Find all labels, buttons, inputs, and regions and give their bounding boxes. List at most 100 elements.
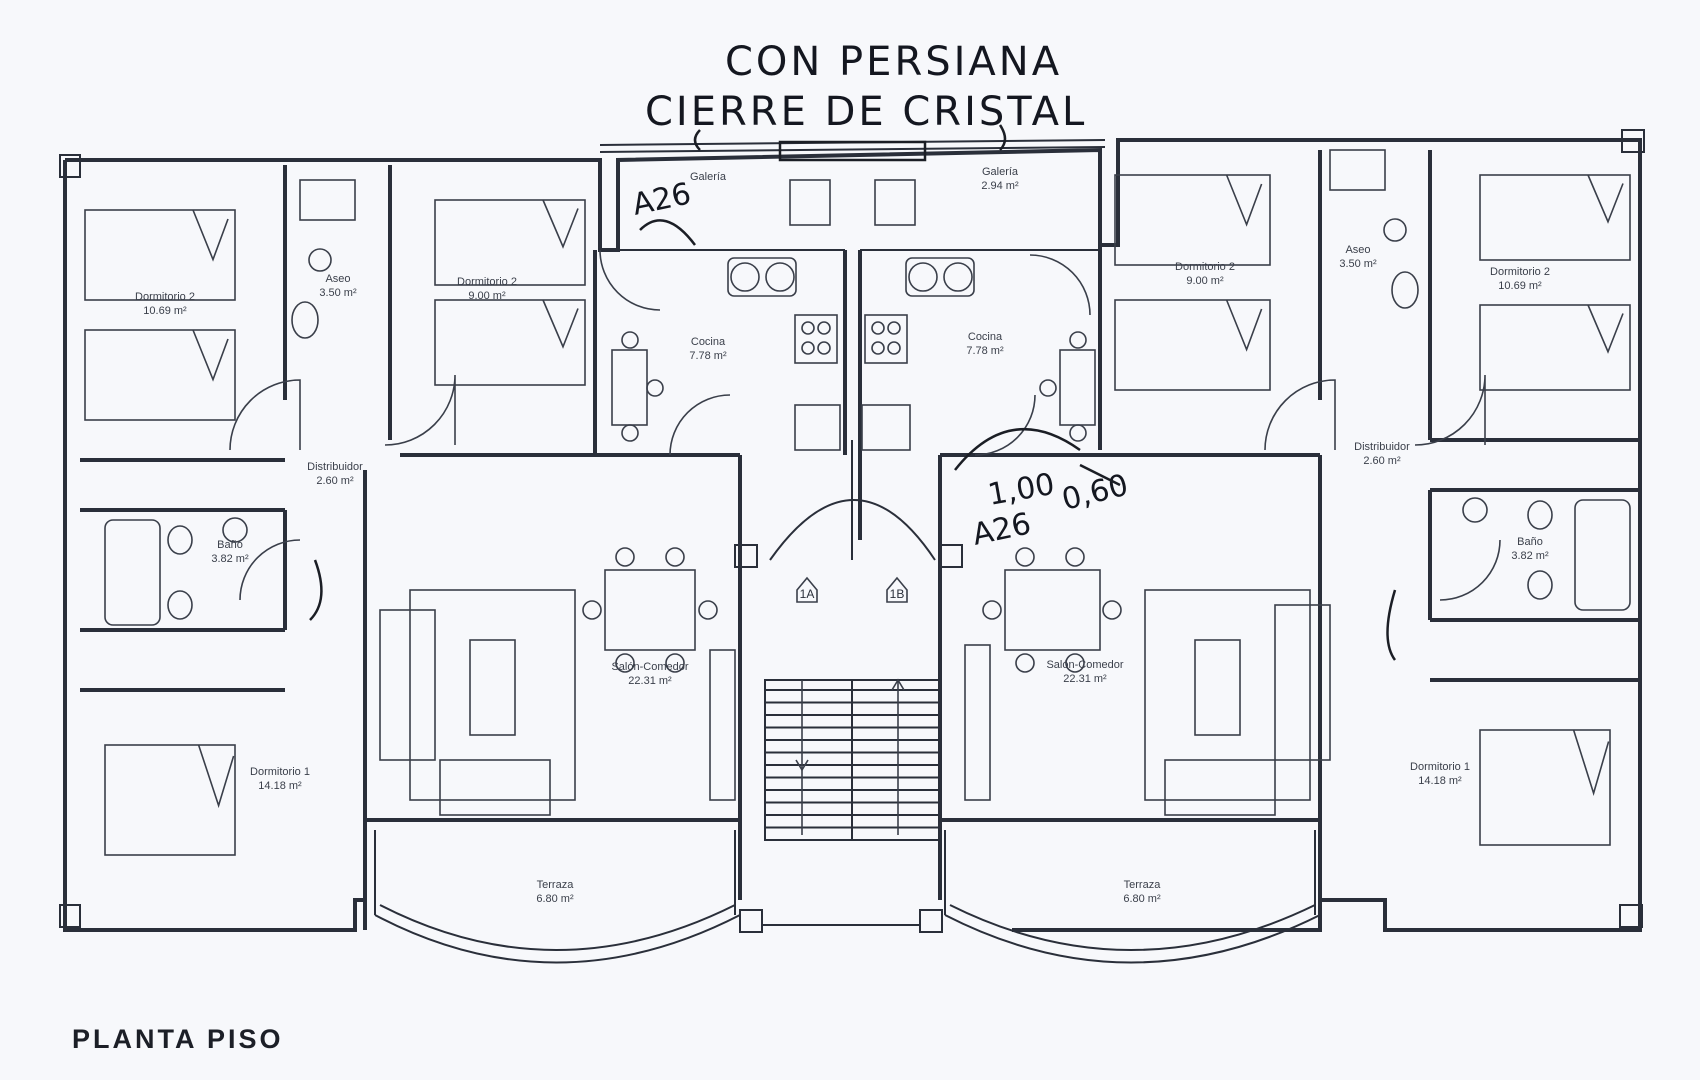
plan-title: PLANTA PISO <box>72 1024 284 1054</box>
room-name: Distribuidor <box>1354 441 1410 453</box>
annotation-dim-mid-a: 1,00 <box>985 467 1057 513</box>
room-name: Terraza <box>537 879 575 891</box>
annotation-dim-mid-b: 0,60 <box>1058 468 1131 518</box>
room-label-r-dorm1: Dormitorio 1 14.18 m² <box>1410 761 1470 787</box>
bed <box>1479 304 1631 391</box>
room-label-r-galeria: Galería 2.94 m² <box>981 166 1019 192</box>
room-name: Baño <box>217 539 243 551</box>
bed-sheet-fold <box>542 299 579 349</box>
bed <box>84 209 236 301</box>
room-area: 14.18 m² <box>1418 775 1462 787</box>
room-name: Terraza <box>1124 879 1162 891</box>
room-name: Dormitorio 2 <box>135 291 195 303</box>
room-name: Baño <box>1517 536 1543 548</box>
room-name: Cocina <box>691 336 726 348</box>
living-furniture-right <box>964 547 1331 816</box>
annotation-dim-left: A26 <box>629 176 694 222</box>
staircase <box>734 440 963 933</box>
room-name: Dormitorio 2 <box>1490 266 1550 278</box>
annotation-cierre: CIERRE DE CRISTAL <box>645 89 1087 135</box>
room-name: Aseo <box>325 273 350 285</box>
room-name: Aseo <box>1345 244 1370 256</box>
bed <box>1479 174 1631 261</box>
room-label-l-dorm2a: Dormitorio 2 10.69 m² <box>135 291 195 317</box>
annotation-dim-mid-c: A26 <box>969 506 1034 552</box>
bathroom-fixtures-left <box>104 179 356 626</box>
bed-sheet-fold <box>197 744 235 809</box>
room-label-l-aseo: Aseo 3.50 m² <box>319 273 357 299</box>
bed <box>434 199 586 286</box>
room-name: Dormitorio 1 <box>1410 761 1470 773</box>
room-area: 3.82 m² <box>1511 550 1549 562</box>
room-label-r-dorm2b: Dormitorio 2 9.00 m² <box>1175 261 1235 287</box>
kitchen-fixtures-right <box>861 179 1096 451</box>
bed-sheet-fold <box>1587 174 1624 224</box>
entrance-1b-marker: 1B <box>886 576 908 603</box>
beds <box>84 174 1631 856</box>
bed-sheet-fold <box>1572 729 1610 797</box>
room-area: 9.00 m² <box>1186 275 1224 287</box>
room-label-l-dorm1: Dormitorio 1 14.18 m² <box>250 766 310 792</box>
room-area: 10.69 m² <box>143 305 187 317</box>
room-area: 14.18 m² <box>258 780 302 792</box>
room-label-r-distrib: Distribuidor 2.60 m² <box>1354 441 1410 467</box>
room-name: Salón-Comedor <box>1046 659 1123 671</box>
room-area: 3.82 m² <box>211 553 249 565</box>
bed <box>1114 174 1271 266</box>
room-area: 10.69 m² <box>1498 280 1542 292</box>
room-area: 3.50 m² <box>319 287 357 299</box>
room-name: Dormitorio 2 <box>457 276 517 288</box>
bed <box>1479 729 1611 846</box>
bed <box>434 299 586 386</box>
living-furniture-left <box>379 547 736 816</box>
room-label-l-galeria: Galería <box>690 171 727 183</box>
interior-walls-left <box>80 165 847 930</box>
room-label-l-distrib: Distribuidor 2.60 m² <box>307 461 363 487</box>
room-label-r-terraza: Terraza 6.80 m² <box>1123 879 1161 905</box>
room-label-l-dorm2b: Dormitorio 2 9.00 m² <box>457 276 517 302</box>
handwritten-annotations: CON PERSIANA CIERRE DE CRISTAL A26 1,00 … <box>309 39 1397 661</box>
room-area: 7.78 m² <box>689 350 727 362</box>
room-label-r-dorm2a: Dormitorio 2 10.69 m² <box>1490 266 1550 292</box>
room-label-r-aseo: Aseo 3.50 m² <box>1339 244 1377 270</box>
bed-sheet-fold <box>1225 299 1263 352</box>
room-name: Galería <box>690 171 727 183</box>
room-label-r-cocina: Cocina 7.78 m² <box>966 331 1004 357</box>
room-name: Dormitorio 1 <box>250 766 310 778</box>
room-area: 2.60 m² <box>1363 455 1401 467</box>
bed-sheet-fold <box>1587 304 1624 354</box>
bed-sheet-fold <box>542 199 579 249</box>
room-name: Galería <box>982 166 1019 178</box>
bed-sheet-fold <box>1225 174 1263 227</box>
room-label-l-bano: Baño 3.82 m² <box>211 539 249 565</box>
room-area: 6.80 m² <box>1123 893 1161 905</box>
room-name: Dormitorio 2 <box>1175 261 1235 273</box>
room-area: 2.60 m² <box>316 475 354 487</box>
bed-sheet-fold <box>192 209 229 262</box>
kitchen-fixtures-left <box>611 179 841 451</box>
room-name: Distribuidor <box>307 461 363 473</box>
room-labels: Dormitorio 2 10.69 m² Aseo 3.50 m² Dormitori… <box>135 166 1550 905</box>
bed <box>84 329 236 421</box>
bathroom-fixtures-right <box>1329 149 1631 611</box>
svg-text:1B: 1B <box>890 587 905 601</box>
interior-walls-right <box>858 150 1640 930</box>
room-area: 2.94 m² <box>981 180 1019 192</box>
bed <box>1114 299 1271 391</box>
svg-text:1A: 1A <box>800 587 815 601</box>
room-area: 3.50 m² <box>1339 258 1377 270</box>
terraces <box>374 830 1321 964</box>
bed <box>104 744 236 856</box>
bed-sheet-fold <box>192 329 229 382</box>
room-area: 7.78 m² <box>966 345 1004 357</box>
doors <box>229 249 1501 601</box>
room-area: 22.31 m² <box>628 675 672 687</box>
room-name: Cocina <box>968 331 1003 343</box>
entrance-1a-marker: 1A <box>796 576 818 603</box>
room-label-r-bano: Baño 3.82 m² <box>1511 536 1549 562</box>
room-area: 9.00 m² <box>468 290 506 302</box>
